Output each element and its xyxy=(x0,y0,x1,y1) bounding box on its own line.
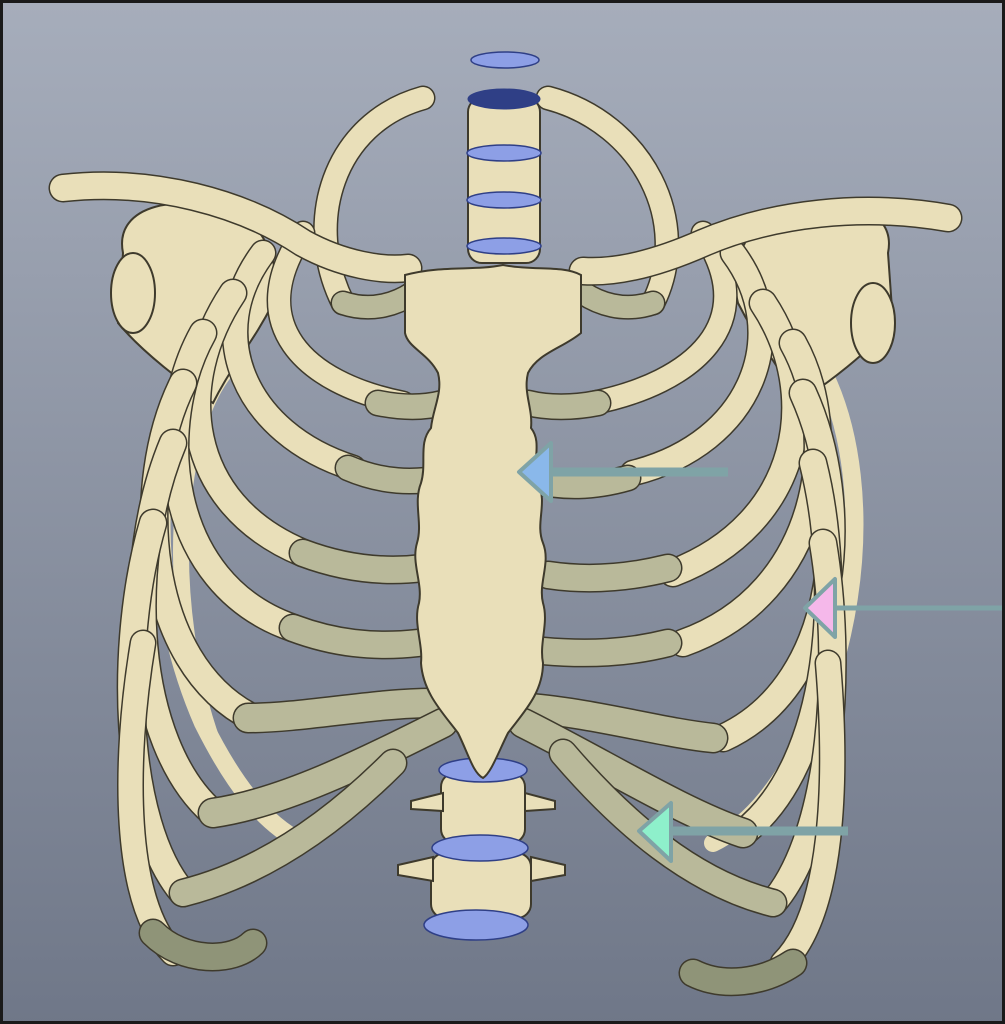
left-glenoid xyxy=(851,283,895,363)
disc-4 xyxy=(467,238,541,254)
lumbar-vertebra-1 xyxy=(441,773,525,843)
disc-1 xyxy=(468,89,540,109)
disc-3 xyxy=(467,192,541,208)
disc-6 xyxy=(432,835,528,861)
c-disc-top xyxy=(471,52,539,68)
lumbar-vertebra-2 xyxy=(431,853,531,918)
disc-7 xyxy=(424,910,528,940)
disc-2 xyxy=(467,145,541,161)
rib-cage-render xyxy=(3,3,1005,1024)
right-glenoid xyxy=(111,253,155,333)
